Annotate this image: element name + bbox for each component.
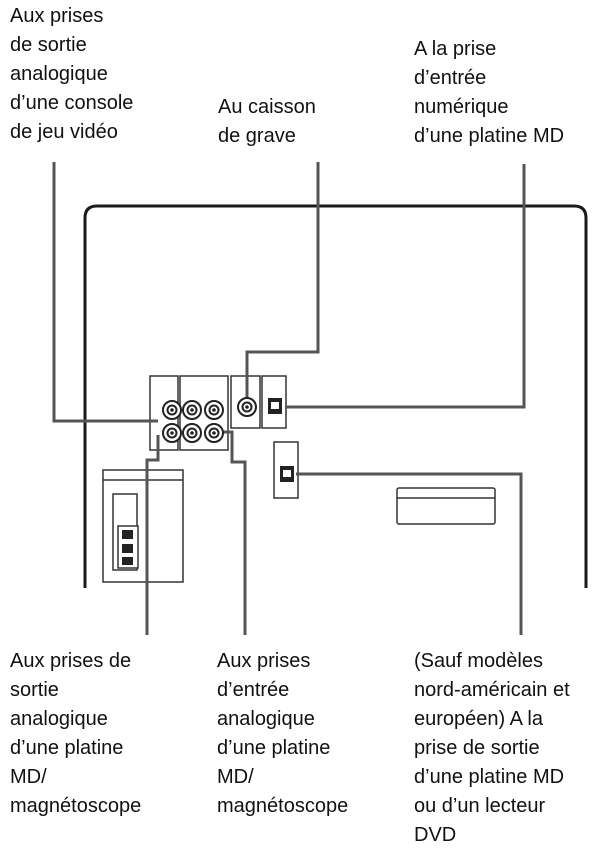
cable-subwoofer (245, 162, 320, 400)
rca-jack-3 (204, 400, 224, 420)
rca-jack-6 (204, 423, 224, 443)
cable-game-console (52, 162, 158, 423)
rca-jack-1 (162, 400, 182, 420)
rear-slot (396, 487, 496, 525)
rca-jack-4 (162, 423, 182, 443)
cable-md-vcr-output (145, 435, 160, 635)
label-md-dvd-digital-output: (Sauf modèles nord-américain et européen… (414, 650, 570, 846)
label-md-vcr-analog-output: Aux prises de sortie analogique d’une pl… (10, 650, 142, 817)
label-md-digital-input: A la prise d’entrée numérique d’une plat… (414, 38, 565, 147)
cable-md-vcr-input (214, 430, 247, 635)
label-md-vcr-analog-input: Aux prises d’entrée analogique d’une pla… (217, 650, 349, 817)
optical-jack-input (268, 398, 282, 414)
cable-md-digital-input (285, 164, 526, 409)
cable-md-dvd-output (296, 472, 523, 635)
rca-jack-subwoofer (237, 397, 257, 417)
label-subwoofer: Au caisson de grave (218, 96, 316, 147)
rca-jack-2 (182, 400, 202, 420)
device-rear-outline (83, 204, 588, 588)
rca-jack-5 (182, 423, 202, 443)
optical-jack-output (280, 466, 294, 482)
label-game-console-analog-output: Aux prises de sortie analogique d’une co… (10, 5, 134, 143)
rear-module-left (102, 469, 184, 583)
